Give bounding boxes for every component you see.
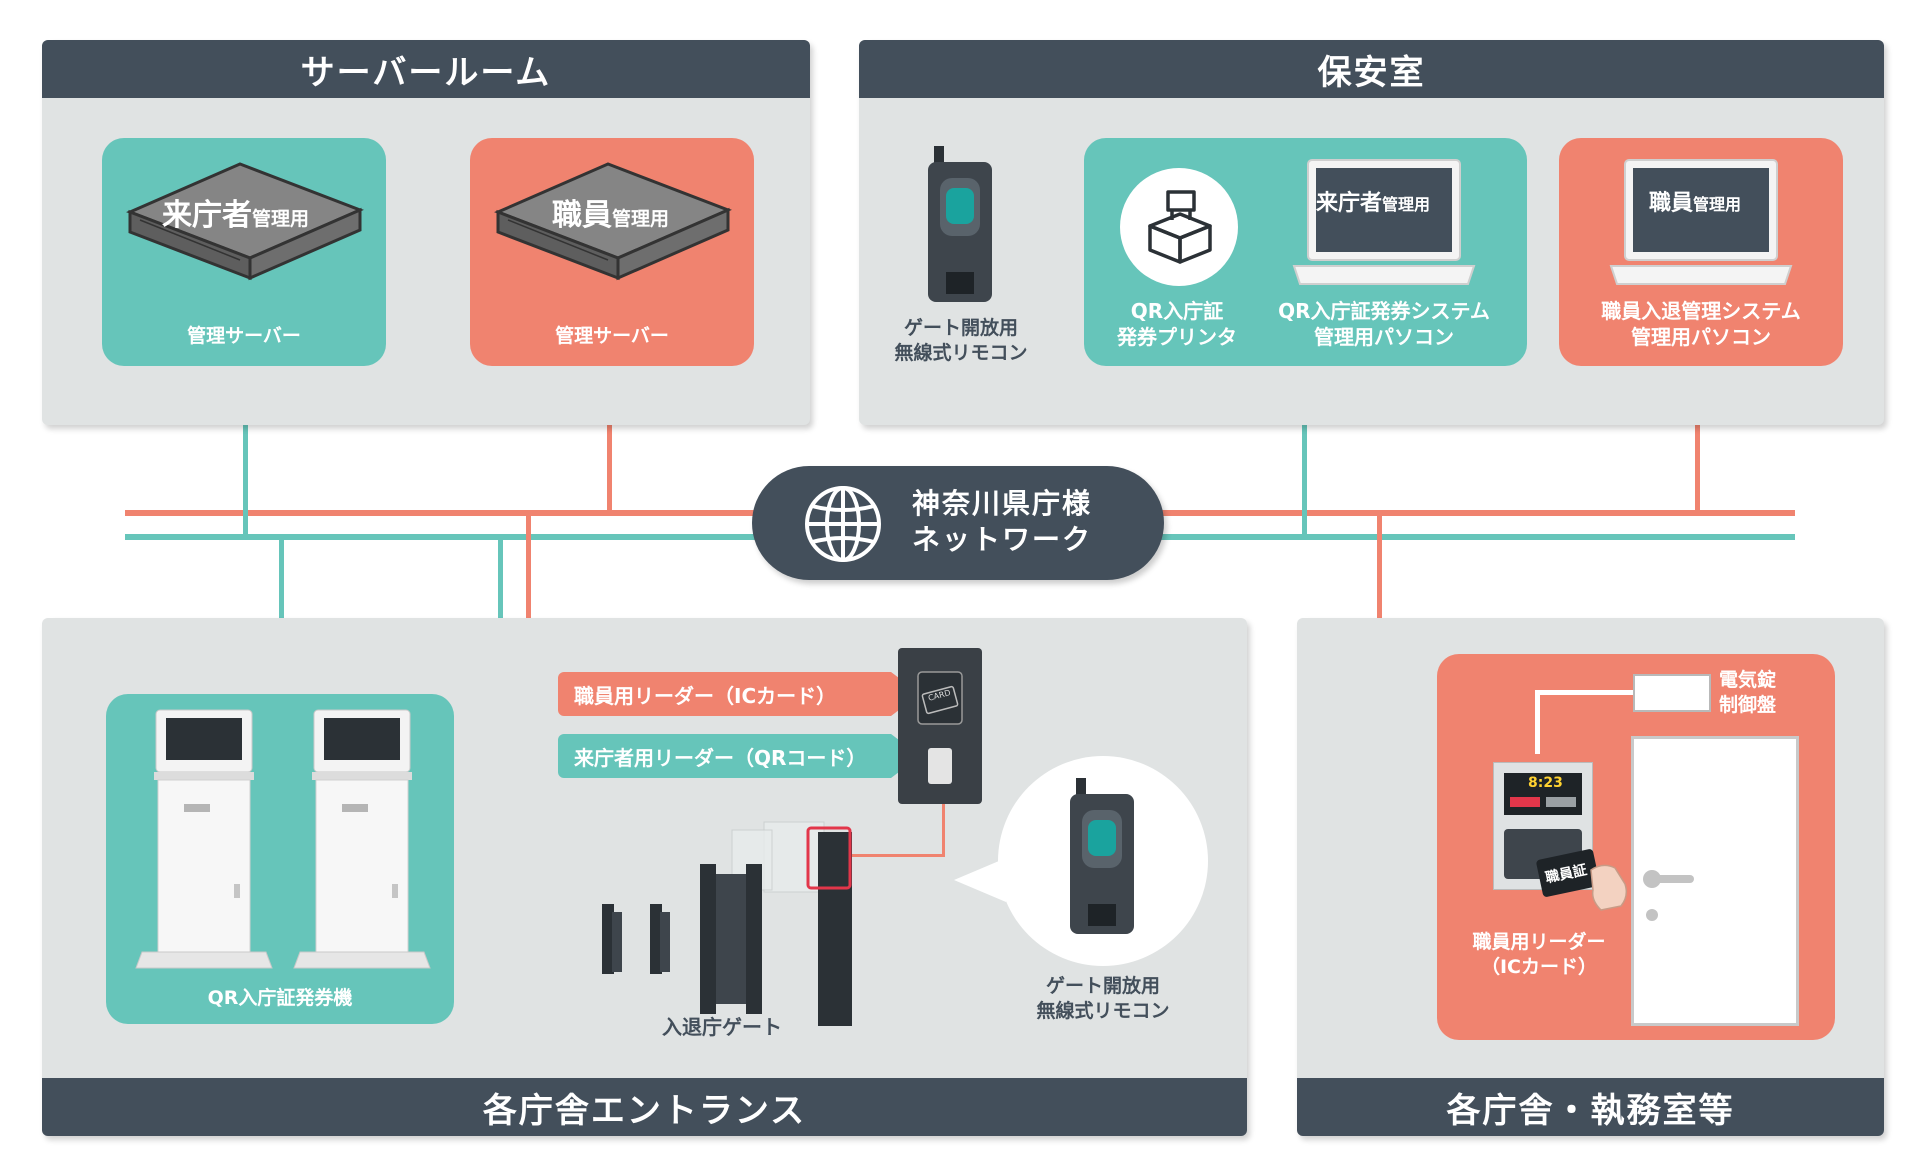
- door: [1631, 736, 1799, 1026]
- gate-icon: [602, 821, 852, 1026]
- server-room-title: サーバールーム: [42, 40, 810, 98]
- hand-icon: [1590, 864, 1628, 911]
- printer-icon: [1148, 190, 1212, 264]
- reader-screen: 8:23: [1504, 773, 1582, 815]
- staff-server-caption: 管理サーバー: [555, 325, 669, 347]
- gate-caption: 入退庁ゲート: [662, 1015, 782, 1039]
- office-title: 各庁舎・執務室等: [1297, 1078, 1884, 1136]
- reader-status-gray: [1546, 797, 1576, 807]
- visitor-server-sub: 管理用: [252, 208, 310, 230]
- connector-visitor-server: [243, 378, 248, 538]
- security-room-panel: 保安室 ゲート開放用 無線式リモコン QR入庁証: [859, 40, 1884, 425]
- lock-connector-h: [1535, 690, 1633, 695]
- lock-connector-v: [1535, 690, 1540, 754]
- entrance-remote-line2: 無線式リモコン: [1036, 999, 1170, 1022]
- network-label-line2: ネットワーク: [912, 523, 1093, 557]
- card-reader-icon: [917, 671, 963, 725]
- visitor-reader-tag: 来庁者用リーダー（QRコード）: [558, 734, 920, 778]
- server-icon: [494, 162, 732, 281]
- laptop-icon: [1292, 159, 1476, 285]
- server-icon: [126, 162, 364, 281]
- server-room-panel: サーバールーム 来庁者管理用 管理サーバー 職員管理用 管理サーバー: [42, 40, 810, 425]
- visitor-server-card: 来庁者管理用 管理サーバー: [102, 138, 386, 366]
- reader-to-gate-h: [846, 854, 945, 857]
- staff-server-sub: 管理用: [612, 208, 670, 230]
- visitor-pc-line1: QR入庁証発券システム: [1278, 299, 1490, 323]
- staff-pc-screen-sub: 管理用: [1693, 195, 1742, 214]
- connector-staff-reader-v: [526, 512, 531, 697]
- office-card: 電気錠 制御盤 8:23 職員証: [1437, 654, 1835, 1040]
- staff-reader-tag: 職員用リーダー（ICカード）: [558, 672, 920, 716]
- badge-text: 職員証: [1544, 862, 1589, 887]
- staff-pc-line2: 管理用パソコン: [1631, 325, 1771, 349]
- network-label-line1: 神奈川県庁様: [912, 487, 1093, 520]
- office-reader-line2: （ICカード）: [1480, 955, 1597, 978]
- kiosk-caption: QR入庁証発券機: [207, 987, 353, 1009]
- kiosk-icon: [135, 709, 273, 969]
- visitor-pc-screen-main: 来庁者: [1316, 191, 1383, 216]
- entrance-panel: 各庁舎エントランス QR入庁証発券機 職員用リーダー（ICカード） 来庁者用リー…: [42, 618, 1247, 1136]
- remote-bubble-pointer: [954, 858, 1006, 902]
- printer-line2: 発券プリンタ: [1117, 325, 1237, 349]
- visitor-server-caption: 管理サーバー: [187, 325, 301, 347]
- staff-system-card: 職員管理用 職員入退管理システム 管理用パソコン: [1559, 138, 1843, 366]
- reader-device: CARD: [898, 648, 982, 804]
- security-room-title: 保安室: [859, 40, 1884, 98]
- printer-icon-circle: [1120, 168, 1238, 286]
- entrance-title: 各庁舎エントランス: [42, 1078, 1247, 1136]
- qr-scanner-window: [928, 748, 952, 784]
- security-remote-line1: ゲート開放用: [903, 317, 1018, 339]
- connector-staff-server: [607, 378, 612, 513]
- reader-to-gate-v: [942, 804, 945, 856]
- door-handle-icon: [1643, 870, 1694, 921]
- staff-pc-screen-main: 職員: [1649, 191, 1694, 216]
- lock-panel-line1: 電気錠: [1719, 669, 1777, 691]
- kiosk-card: QR入庁証発券機: [106, 694, 454, 1024]
- office-reader-line1: 職員用リーダー: [1472, 931, 1606, 953]
- laptop-icon: [1609, 159, 1793, 285]
- reader-status-red: [1510, 797, 1540, 807]
- security-remote-line2: 無線式リモコン: [894, 341, 1028, 364]
- kiosk-icon: [293, 709, 431, 969]
- office-panel: 各庁舎・執務室等 電気錠 制御盤 8:23: [1297, 618, 1884, 1136]
- remote-icon: [928, 146, 992, 302]
- lock-panel-line2: 制御盤: [1719, 693, 1777, 716]
- visitor-server-main: 来庁者: [162, 198, 252, 233]
- printer-line1: QR入庁証: [1130, 299, 1224, 323]
- connector-staff-pc: [1695, 378, 1700, 513]
- globe-icon: [805, 486, 881, 562]
- staff-server-card: 職員管理用 管理サーバー: [470, 138, 754, 366]
- connector-kiosk: [279, 536, 284, 684]
- staff-pc-line1: 職員入退管理システム: [1601, 299, 1801, 323]
- visitor-system-card: QR入庁証 発券プリンタ 来庁者管理用 QR入庁証発券システム 管理用パソコン: [1084, 138, 1527, 366]
- connector-visitor-pc: [1302, 378, 1307, 538]
- entrance-remote-line1: ゲート開放用: [1045, 975, 1160, 997]
- visitor-pc-screen-sub: 管理用: [1382, 195, 1431, 214]
- reader-time: 8:23: [1528, 775, 1563, 791]
- visitor-pc-line2: 管理用パソコン: [1314, 325, 1454, 349]
- lock-panel-box: [1633, 674, 1711, 712]
- staff-server-main: 職員: [552, 198, 612, 233]
- remote-icon: [1070, 778, 1134, 934]
- network-hub: 神奈川県庁様 ネットワーク: [752, 466, 1164, 580]
